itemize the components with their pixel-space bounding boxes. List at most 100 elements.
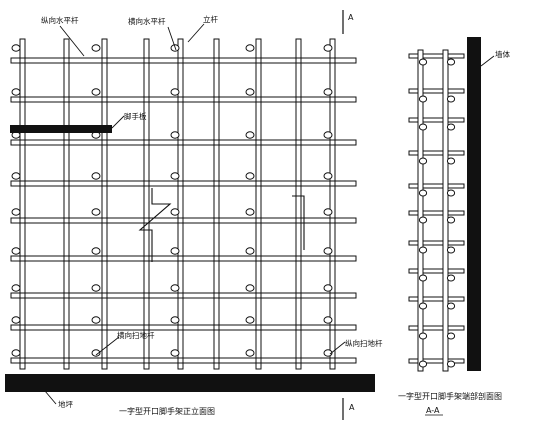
couplers (11, 44, 333, 357)
coupler (245, 316, 255, 324)
section-upright (417, 49, 424, 372)
upright (295, 38, 302, 370)
label-transverse-sweep: 横向扫地杆 (117, 330, 155, 340)
section-coupler (446, 123, 456, 131)
section-transverse-bar (408, 240, 465, 246)
section-transverse-bar (408, 296, 465, 302)
coupler (323, 208, 333, 216)
coupler (11, 349, 21, 357)
caption-end-view: 一字型开口脚手架端部剖面图 (398, 391, 502, 401)
section-coupler (418, 123, 428, 131)
coupler (170, 88, 180, 96)
coupler (323, 172, 333, 180)
label-longitudinal-sweep: 纵向扫地杆 (345, 338, 383, 348)
break-line-left (138, 188, 172, 262)
coupler (91, 88, 101, 96)
section-transverse-bar (408, 150, 465, 156)
upright (213, 38, 220, 370)
leader-transverse-sweep (95, 336, 120, 356)
label-upright: 立杆 (203, 14, 218, 24)
section-transverse-bar (408, 183, 465, 189)
uprights (11, 38, 356, 370)
coupler (323, 284, 333, 292)
coupler (323, 349, 333, 357)
scaffold-board (10, 125, 112, 133)
section-coupler (418, 360, 428, 368)
ground-slab (5, 374, 375, 392)
coupler (323, 247, 333, 255)
section-coupler (446, 332, 456, 340)
section-transverse-bar (408, 358, 465, 364)
label-transverse-bar: 横向水平杆 (128, 16, 166, 26)
section-uprights (417, 49, 449, 372)
coupler (245, 44, 255, 52)
upright (19, 38, 26, 370)
label-ground: 地坪 (58, 399, 73, 409)
section-coupler (446, 302, 456, 310)
section-transverse-bar (408, 117, 465, 123)
section-transverse-bar (408, 88, 465, 94)
coupler (11, 284, 21, 292)
coupler (245, 208, 255, 216)
coupler (245, 172, 255, 180)
coupler (170, 247, 180, 255)
section-coupler (418, 332, 428, 340)
section-marker-top: A (348, 13, 354, 22)
section-transverse-bars (408, 53, 465, 364)
section-coupler (418, 302, 428, 310)
leader-upright (187, 23, 205, 43)
section-coupler (418, 274, 428, 282)
leader-transverse-bar (167, 26, 177, 51)
section-coupler (446, 157, 456, 165)
upright (255, 38, 262, 370)
label-longitudinal-bar: 纵向水平杆 (41, 15, 79, 25)
coupler (91, 284, 101, 292)
upright (329, 38, 336, 370)
upright (143, 38, 150, 370)
coupler (170, 284, 180, 292)
coupler (170, 316, 180, 324)
coupler (245, 131, 255, 139)
section-coupler (418, 246, 428, 254)
section-coupler (446, 246, 456, 254)
coupler (245, 247, 255, 255)
section-coupler (418, 189, 428, 197)
coupler (11, 44, 21, 52)
coupler (323, 88, 333, 96)
coupler (170, 131, 180, 139)
section-upright (442, 49, 449, 372)
section-coupler (446, 95, 456, 103)
section-coupler (418, 95, 428, 103)
section-coupler (418, 157, 428, 165)
section-coupler (446, 58, 456, 66)
leader-longitudinal-sweep (329, 341, 346, 355)
section-transverse-bar (408, 268, 465, 274)
end-section: 墙体 一字型开口脚手架端部剖面图 A-A (398, 37, 510, 416)
coupler (245, 349, 255, 357)
coupler (245, 88, 255, 96)
coupler (11, 316, 21, 324)
coupler (170, 172, 180, 180)
upright (177, 38, 184, 370)
leader-wall (480, 55, 495, 67)
coupler (323, 44, 333, 52)
section-coupler (446, 189, 456, 197)
section-transverse-bar (408, 325, 465, 331)
section-coupler (446, 360, 456, 368)
caption-section-name: A-A (426, 406, 440, 415)
coupler (91, 44, 101, 52)
caption-front-view: 一字型开口脚手架正立面图 (119, 406, 215, 416)
break-line-right (292, 195, 305, 250)
coupler (91, 208, 101, 216)
label-scaffold-board: 脚手板 (124, 111, 147, 121)
section-couplers (418, 58, 456, 368)
section-transverse-bar (408, 210, 465, 216)
section-coupler (418, 58, 428, 66)
coupler (91, 172, 101, 180)
section-coupler (446, 274, 456, 282)
coupler (323, 131, 333, 139)
section-transverse-bar (408, 53, 465, 59)
wall (467, 37, 481, 371)
